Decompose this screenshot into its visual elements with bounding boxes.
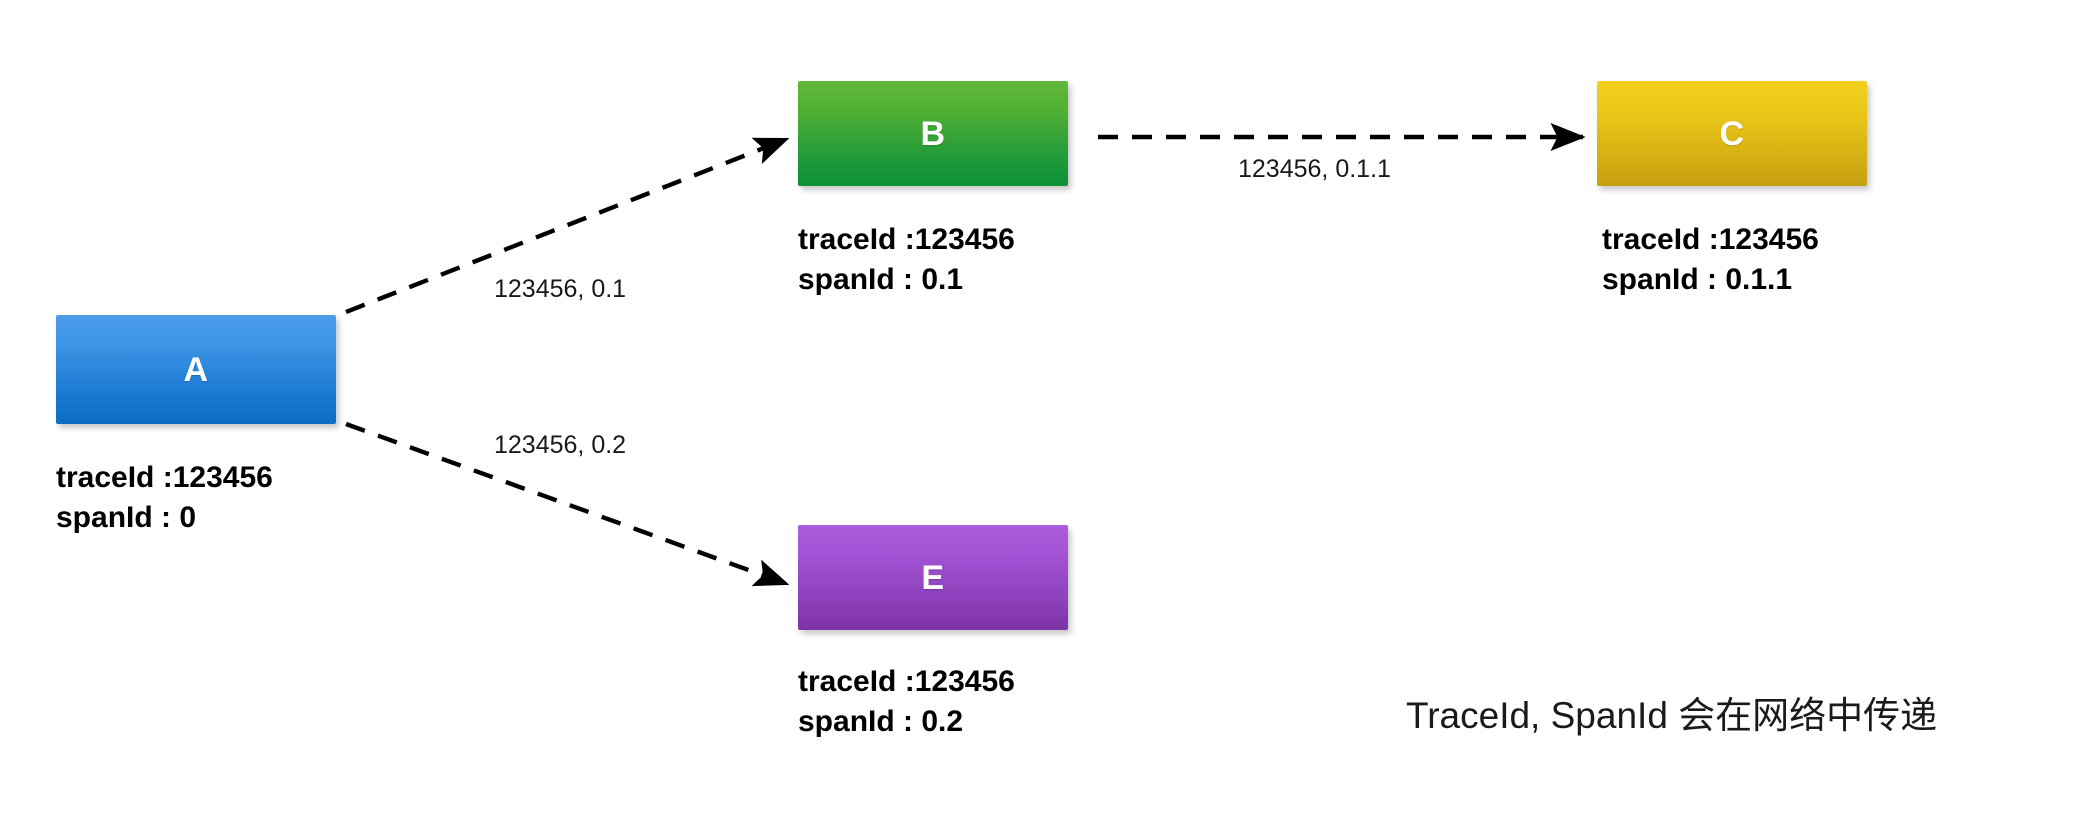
node-e[interactable]: E xyxy=(798,525,1068,630)
diagram-caption: TraceId, SpanId 会在网络中传递 xyxy=(1406,695,1938,736)
node-c-traceid: traceId :123456 xyxy=(1602,223,1819,256)
edge-label-a-to-e: 123456, 0.2 xyxy=(494,431,627,459)
node-b[interactable]: B xyxy=(798,81,1068,186)
node-e-metadata: traceId :123456 spanId : 0.2 xyxy=(798,662,1015,742)
node-e-label: E xyxy=(921,558,945,597)
node-c-metadata: traceId :123456 spanId : 0.1.1 xyxy=(1602,220,1819,300)
node-c-spanid: spanId : 0.1.1 xyxy=(1602,262,1793,296)
node-a-label: A xyxy=(183,350,209,389)
node-e-traceid: traceId :123456 xyxy=(798,665,1015,698)
node-a-spanid: spanId : 0 xyxy=(56,500,197,534)
node-e-spanid: spanId : 0.2 xyxy=(798,704,964,738)
node-b-traceid: traceId :123456 xyxy=(798,223,1015,256)
edge-label-b-to-c: 123456, 0.1.1 xyxy=(1238,155,1391,183)
node-a-metadata: traceId :123456 spanId : 0 xyxy=(56,458,273,538)
node-c-label: C xyxy=(1719,114,1745,153)
node-b-metadata: traceId :123456 spanId : 0.1 xyxy=(798,220,1015,300)
node-b-spanid: spanId : 0.1 xyxy=(798,262,964,296)
node-a[interactable]: A xyxy=(56,315,336,424)
node-c[interactable]: C xyxy=(1597,81,1867,186)
node-a-traceid: traceId :123456 xyxy=(56,461,273,494)
node-b-label: B xyxy=(920,114,946,153)
edge-label-a-to-b: 123456, 0.1 xyxy=(494,275,627,303)
